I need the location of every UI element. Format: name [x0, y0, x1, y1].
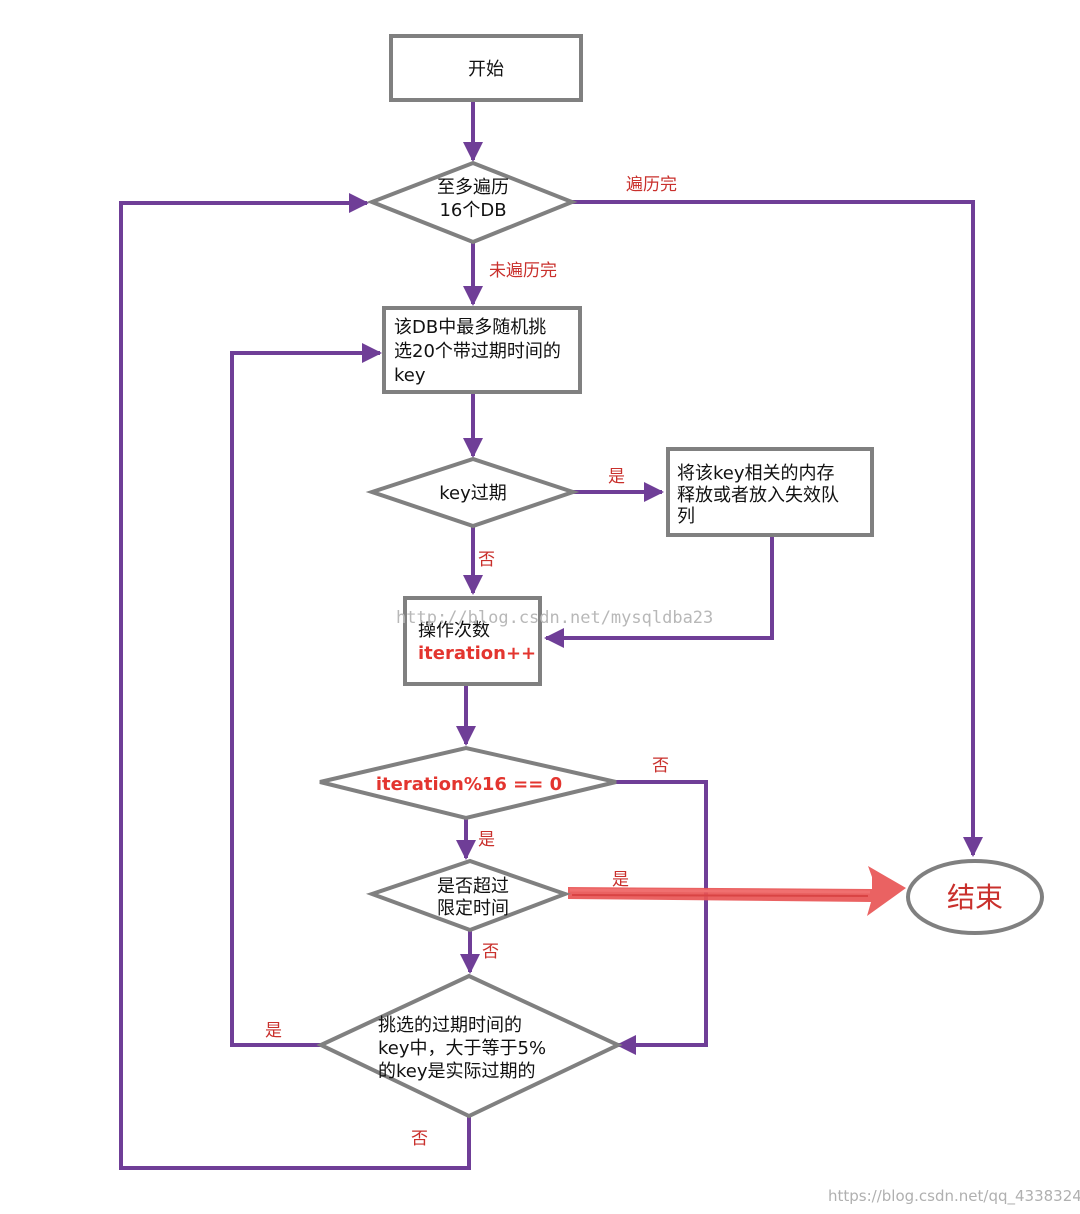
edges — [119, 101, 983, 1170]
label-time-yes: 是 — [612, 870, 629, 890]
label-expired-no: 否 — [478, 550, 495, 570]
edge-ratio-to-loop — [119, 193, 471, 1170]
time-limit-line2: 限定时间 — [437, 898, 509, 919]
end-node — [906, 859, 1044, 935]
label-time-no: 否 — [482, 942, 499, 962]
iter-check-label: iteration%16 == 0 — [376, 774, 562, 795]
big-red-arrow — [568, 866, 906, 916]
ratio-check-line1: 挑选的过期时间的 — [378, 1015, 522, 1036]
ratio-check-decision — [316, 973, 623, 1119]
edge-loop-to-end — [572, 200, 983, 857]
ratio-check-line3: 的key是实际过期的 — [378, 1061, 536, 1082]
end-label: 结束 — [947, 881, 1003, 914]
ratio-check-line2: key中，大于等于5% — [378, 1038, 546, 1059]
pick-keys-node — [382, 306, 582, 394]
label-not-traversed: 未遍历完 — [489, 261, 557, 281]
watermark-corner: https://blog.csdn.net/qq_43383240 — [828, 1187, 1080, 1206]
label-iter-yes: 是 — [478, 830, 495, 850]
pick-keys-line1: 该DB中最多随机挑 — [394, 317, 546, 338]
start-node — [389, 34, 583, 102]
key-expired-label: key过期 — [439, 483, 507, 504]
edge-check-to-ratio — [616, 780, 708, 1055]
release-line3: 列 — [677, 506, 695, 527]
pick-keys-line2: 选20个带过期时间的 — [394, 341, 561, 362]
iter-count-line1: 操作次数 — [418, 620, 490, 641]
loop-db-decision — [366, 160, 578, 245]
label-traversed: 遍历完 — [626, 175, 677, 195]
release-node — [666, 447, 874, 537]
edge-release-to-count — [544, 537, 774, 648]
label-ratio-no: 否 — [411, 1129, 428, 1149]
label-ratio-yes: 是 — [265, 1021, 282, 1041]
key-expired-decision — [365, 456, 580, 529]
edge-ratio-to-pick — [230, 343, 382, 1047]
loop-db-line1: 至多遍历 — [437, 177, 509, 198]
start-label: 开始 — [468, 59, 504, 80]
label-iter-no: 否 — [652, 756, 669, 776]
watermark-center: http://blog.csdn.net/mysqldba23 — [396, 608, 713, 628]
time-limit-decision — [365, 858, 571, 933]
loop-db-line2: 16个DB — [439, 200, 506, 221]
label-expired-yes: 是 — [608, 467, 625, 487]
iter-check-decision — [319, 745, 617, 821]
iter-count-node — [403, 596, 542, 686]
release-line2: 释放或者放入失效队 — [677, 485, 839, 506]
iter-count-red: iteration++ — [418, 643, 536, 664]
pick-keys-line3: key — [394, 365, 426, 386]
release-line1: 将该key相关的内存 — [677, 463, 835, 484]
time-limit-line1: 是否超过 — [437, 876, 509, 897]
